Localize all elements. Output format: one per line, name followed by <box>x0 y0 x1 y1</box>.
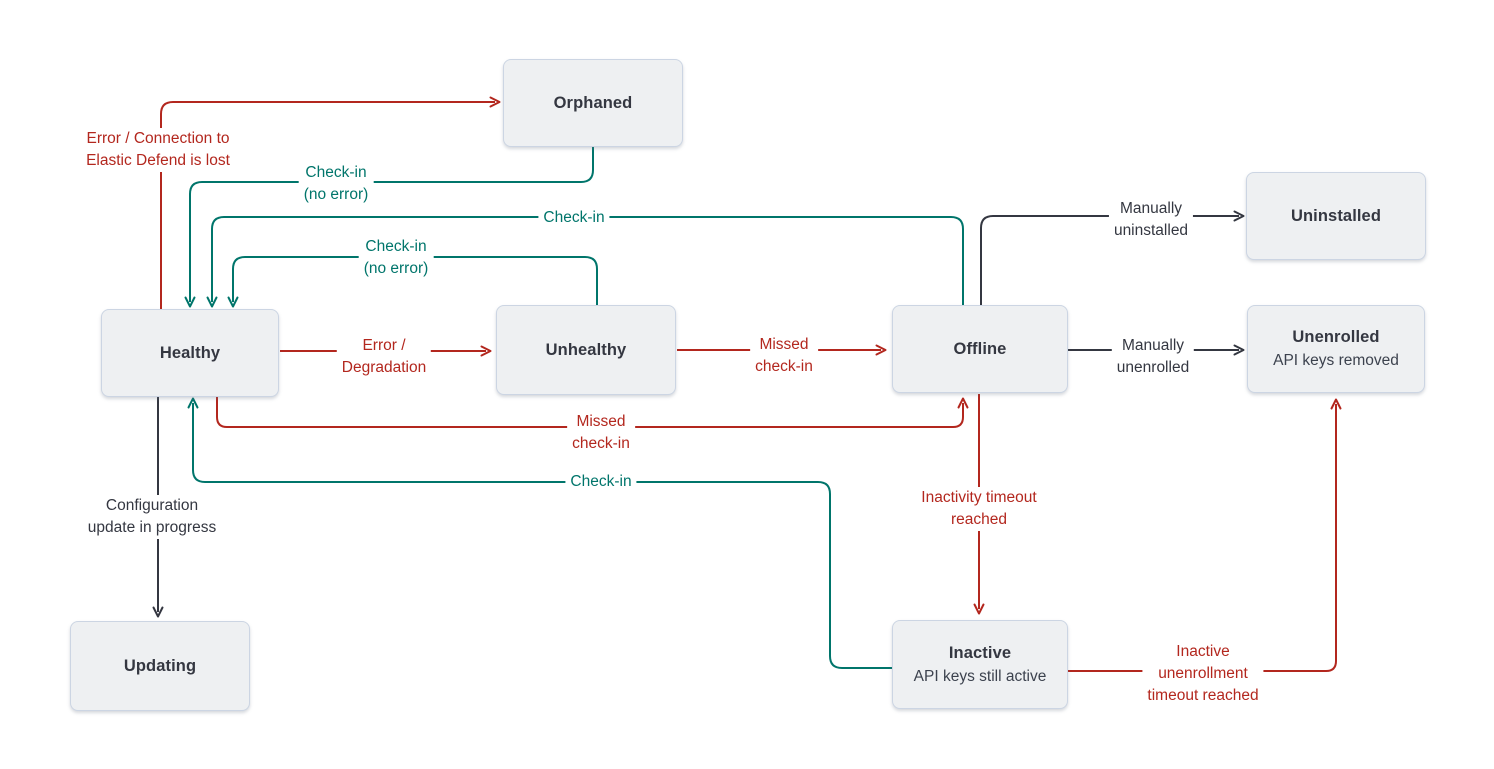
edge-label-manually-uninstalled: Manually uninstalled <box>1108 198 1194 242</box>
edge-label-manually-unenrolled: Manually unenrolled <box>1111 335 1195 379</box>
node-subtitle: API keys removed <box>1273 352 1399 369</box>
node-updating: Updating <box>70 621 250 711</box>
node-orphaned: Orphaned <box>503 59 683 147</box>
edge-healthy-to-orphaned <box>160 96 501 309</box>
edge-inactive-to-unenrolled <box>1068 398 1342 672</box>
node-unhealthy: Unhealthy <box>496 305 676 395</box>
node-offline: Offline <box>892 305 1068 393</box>
edge-label-inactivity-timeout: Inactivity timeout reached <box>916 487 1042 531</box>
edge-inactive-to-healthy <box>187 397 892 669</box>
node-title: Orphaned <box>553 93 633 112</box>
edge-label-error-connection-lost: Error / Connection to Elastic Defend is … <box>81 128 235 172</box>
node-healthy: Healthy <box>101 309 279 397</box>
node-title: Healthy <box>159 343 221 362</box>
node-uninstalled: Uninstalled <box>1246 172 1426 260</box>
edge-label-checkin-offline: Check-in <box>538 207 610 229</box>
node-title: Updating <box>123 656 197 675</box>
node-unenrolled: Unenrolled API keys removed <box>1247 305 1425 393</box>
edge-orphaned-to-healthy <box>184 147 594 308</box>
edge-offline-to-healthy <box>206 216 964 308</box>
node-title: Unhealthy <box>545 340 627 359</box>
node-subtitle: API keys still active <box>913 667 1047 685</box>
edge-label-checkin-no-error-orphaned: Check-in (no error) <box>298 162 374 206</box>
node-title: Inactive <box>948 643 1012 662</box>
edge-label-checkin-inactive: Check-in <box>565 471 637 493</box>
node-title: Offline <box>953 339 1007 358</box>
edge-offline-to-uninstalled <box>980 210 1245 305</box>
edge-label-configuration-update: Configuration update in progress <box>82 495 222 539</box>
node-inactive: Inactive API keys still active <box>892 620 1068 709</box>
edge-label-error-degradation: Error / Degradation <box>336 335 432 379</box>
edge-label-checkin-no-error-unhealthy: Check-in (no error) <box>358 236 434 280</box>
edge-label-missed-checkin-healthy: Missed check-in <box>567 411 635 455</box>
node-title: Unenrolled <box>1292 328 1380 346</box>
node-title: Uninstalled <box>1290 206 1382 225</box>
edge-label-missed-checkin-unhealthy: Missed check-in <box>750 334 818 378</box>
edge-label-inactive-unenrollment-timeout: Inactive unenrollment timeout reached <box>1142 641 1264 707</box>
